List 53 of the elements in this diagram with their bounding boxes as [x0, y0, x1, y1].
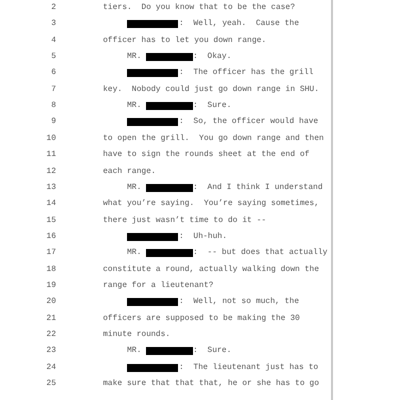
transcript-line: each range.: [103, 166, 156, 176]
transcript-line: key. Nobody could just go down range in SHU.: [103, 84, 320, 95]
transcript-line: what you’re saying. You’re saying sometimes,: [103, 199, 320, 210]
line-number: 9: [50, 117, 56, 128]
transcript-line: officer has to let you down range.: [103, 36, 266, 46]
transcript-line: : Sure.: [193, 346, 232, 356]
transcript-line: : Uh-huh.: [179, 232, 228, 242]
line-number: 13: [45, 182, 56, 193]
transcript-line: range for a lieutenant?: [103, 280, 214, 291]
line-number: 14: [45, 199, 56, 210]
line-number: 16: [45, 232, 56, 242]
line-number: 11: [45, 150, 56, 160]
line-number: 6: [50, 68, 56, 78]
transcript-line: have to sign the rounds sheet at the end of: [103, 150, 310, 160]
transcript-line: : -- but does that actually: [193, 248, 328, 258]
transcript-line: : So, the officer would have: [179, 117, 318, 128]
speaker-label: MR.: [127, 52, 142, 62]
speaker-label: MR.: [127, 101, 142, 112]
line-number: 5: [50, 52, 56, 62]
line-number: 19: [45, 280, 56, 291]
line-number: 18: [45, 264, 56, 275]
line-number: 3: [50, 19, 56, 30]
transcript-line: minute rounds.: [103, 330, 170, 340]
speaker-label: MR.: [127, 182, 142, 193]
line-number: 20: [45, 297, 56, 308]
transcript-line: : Well, not so much, the: [179, 297, 300, 308]
line-number: 15: [45, 216, 56, 226]
line-number: 2: [50, 3, 56, 13]
transcript-line: : Okay.: [193, 52, 232, 62]
transcript-line: officers are supposed to be making the 30: [103, 314, 300, 324]
line-number: 23: [45, 346, 56, 356]
transcript-line: : And I think I understand: [193, 182, 323, 193]
line-number: 22: [45, 330, 56, 340]
speaker-label: MR.: [127, 248, 142, 258]
transcript-line: to open the grill. You go down range and then: [103, 134, 324, 144]
transcript-line: constitute a round, actually walking down the: [103, 264, 320, 275]
line-number: 8: [50, 101, 56, 112]
transcript-line: make sure that that that, he or she has to go: [103, 379, 320, 390]
transcript-line: tiers. Do you know that to be the case?: [103, 3, 296, 13]
transcript-line: there just wasn’t time to do it --: [103, 216, 266, 226]
transcript-line: : The officer has the grill: [179, 68, 314, 78]
transcript-line: : Sure.: [193, 101, 232, 112]
line-number: 24: [45, 362, 56, 373]
line-number: 25: [45, 379, 56, 390]
line-number: 12: [45, 166, 56, 176]
line-number: 7: [50, 84, 56, 95]
line-number: 17: [45, 248, 56, 258]
speaker-label: MR.: [127, 346, 142, 356]
transcript-line: : Well, yeah. Cause the: [179, 19, 300, 30]
line-number: 4: [50, 36, 56, 46]
line-number: 10: [45, 134, 56, 144]
line-number: 21: [45, 314, 56, 324]
transcript-line: : The lieutenant just has to: [179, 362, 318, 373]
